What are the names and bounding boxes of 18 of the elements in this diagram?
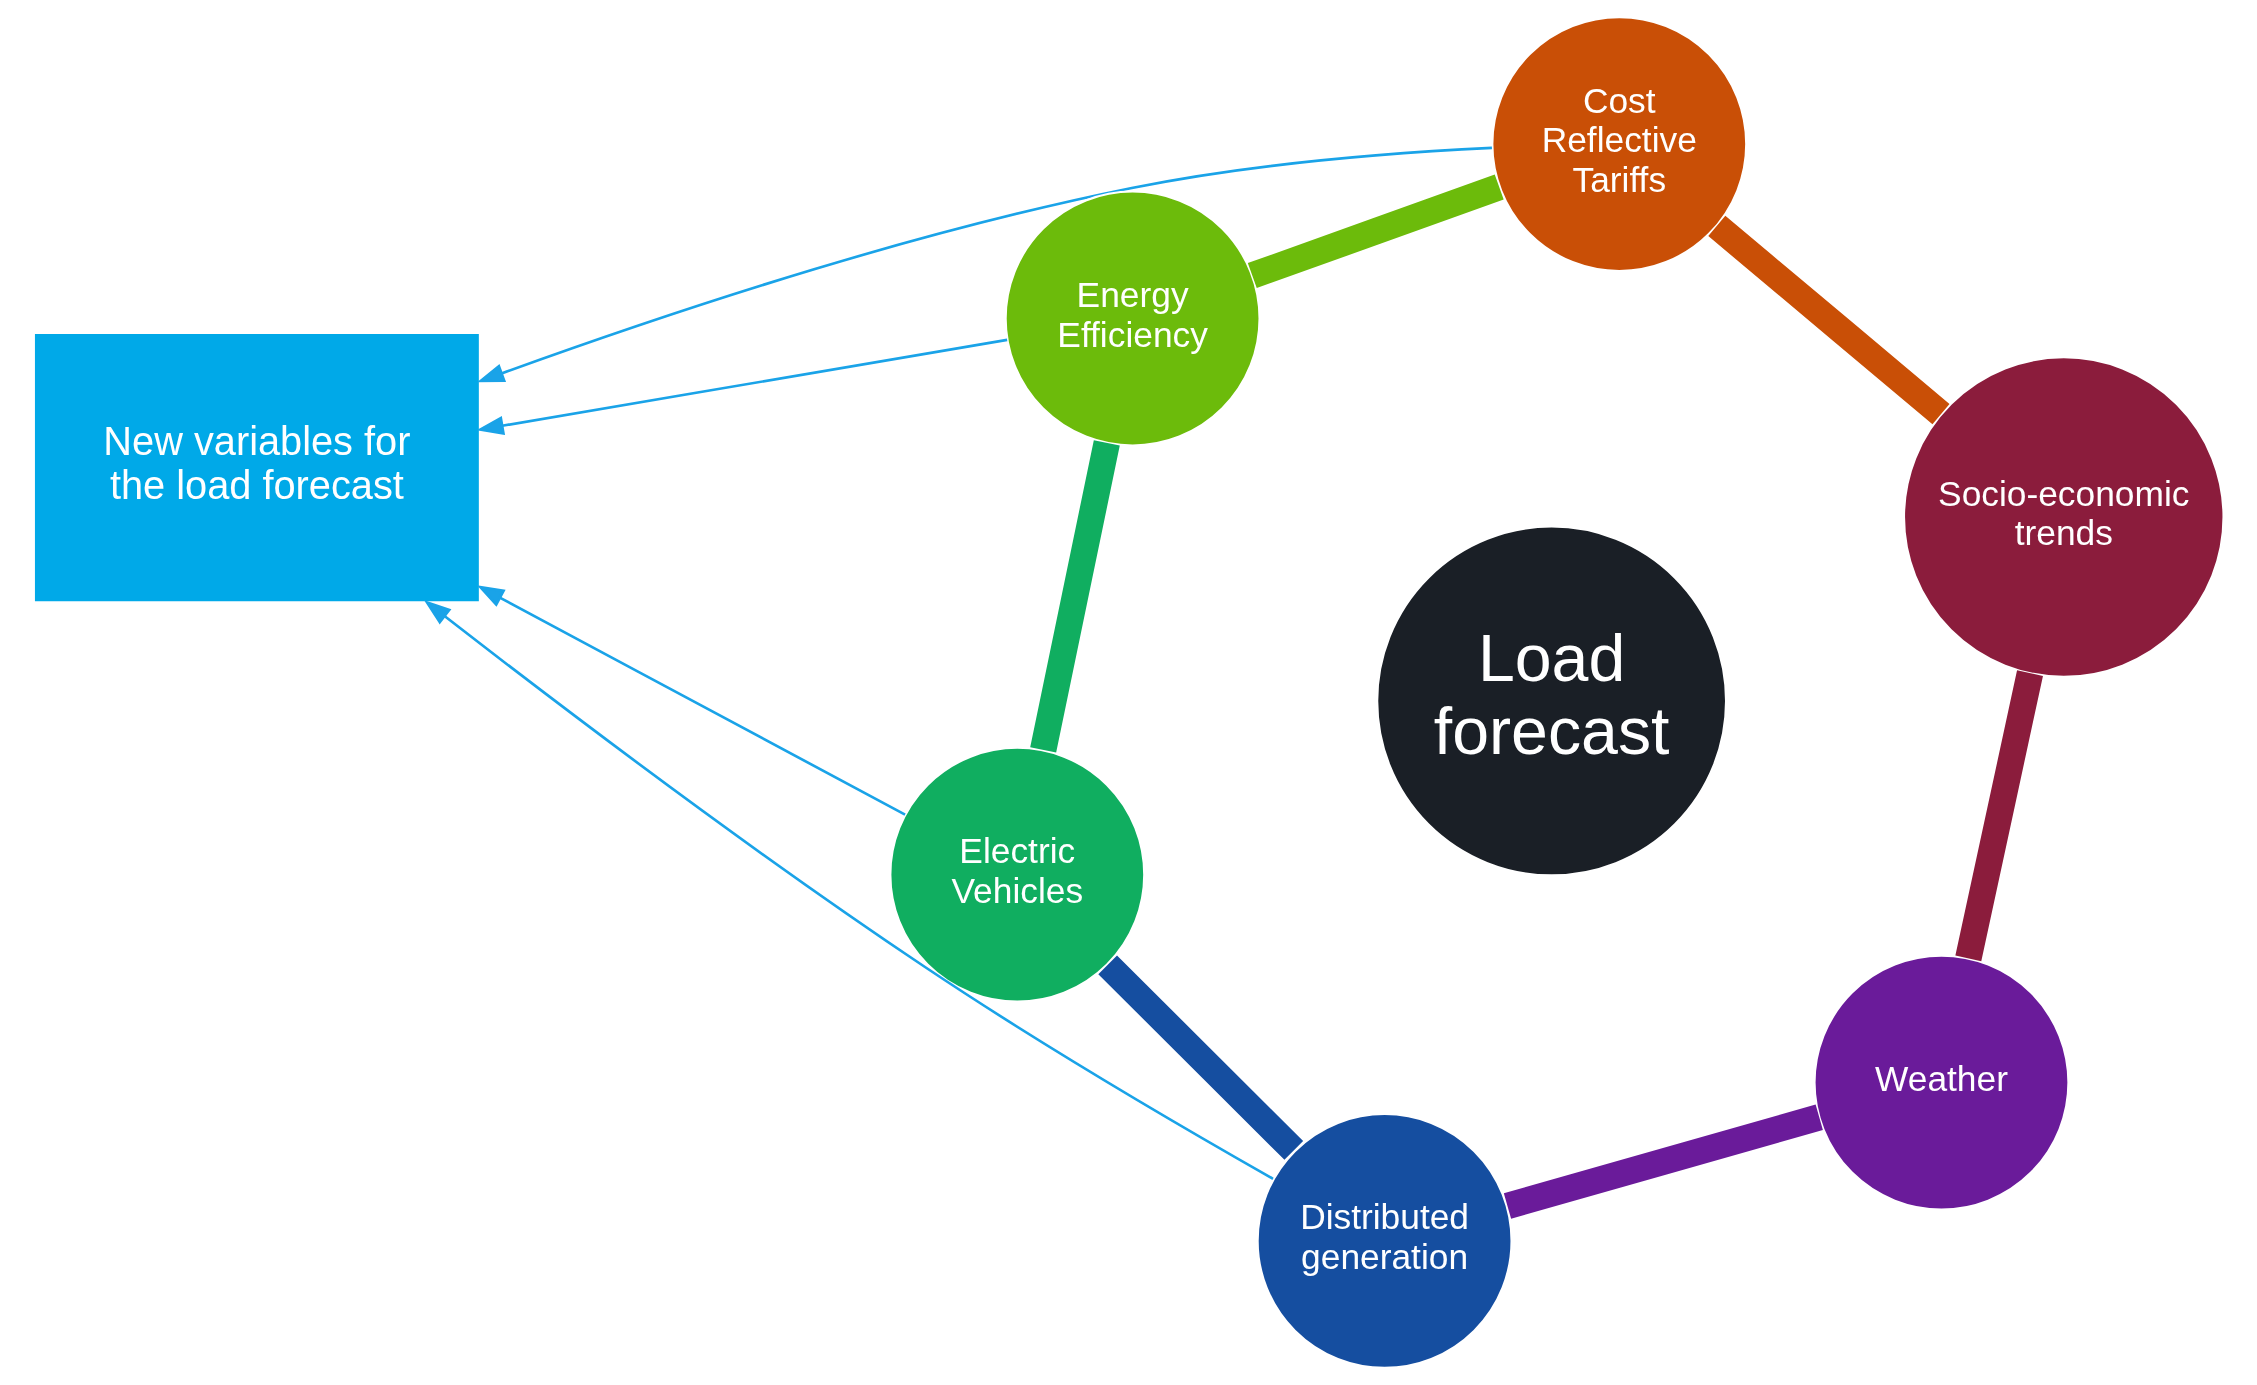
node-circle: Electric Vehicles (889, 746, 1146, 1003)
arrow (476, 338, 1008, 436)
connector (1247, 174, 1504, 289)
node-circle: Socio-economic trends (1902, 356, 2225, 678)
node-circle: Energy Efficiency (1004, 190, 1261, 447)
node-circle: Cost Reflective Tariffs (1491, 15, 1748, 273)
connector (1030, 440, 1120, 753)
node-box: New variables for the load forecast (32, 331, 482, 604)
arrow (423, 600, 1274, 1180)
node-circle: Weather (1813, 954, 2070, 1211)
connector (1503, 1104, 1823, 1219)
node-circle: Distributed generation (1256, 1112, 1513, 1370)
arrow (477, 146, 1492, 383)
arrow (476, 585, 906, 816)
node-circle: Load forecast (1376, 525, 1728, 877)
connector (1708, 215, 1950, 425)
connector (1098, 955, 1304, 1160)
connector (1955, 670, 2043, 962)
